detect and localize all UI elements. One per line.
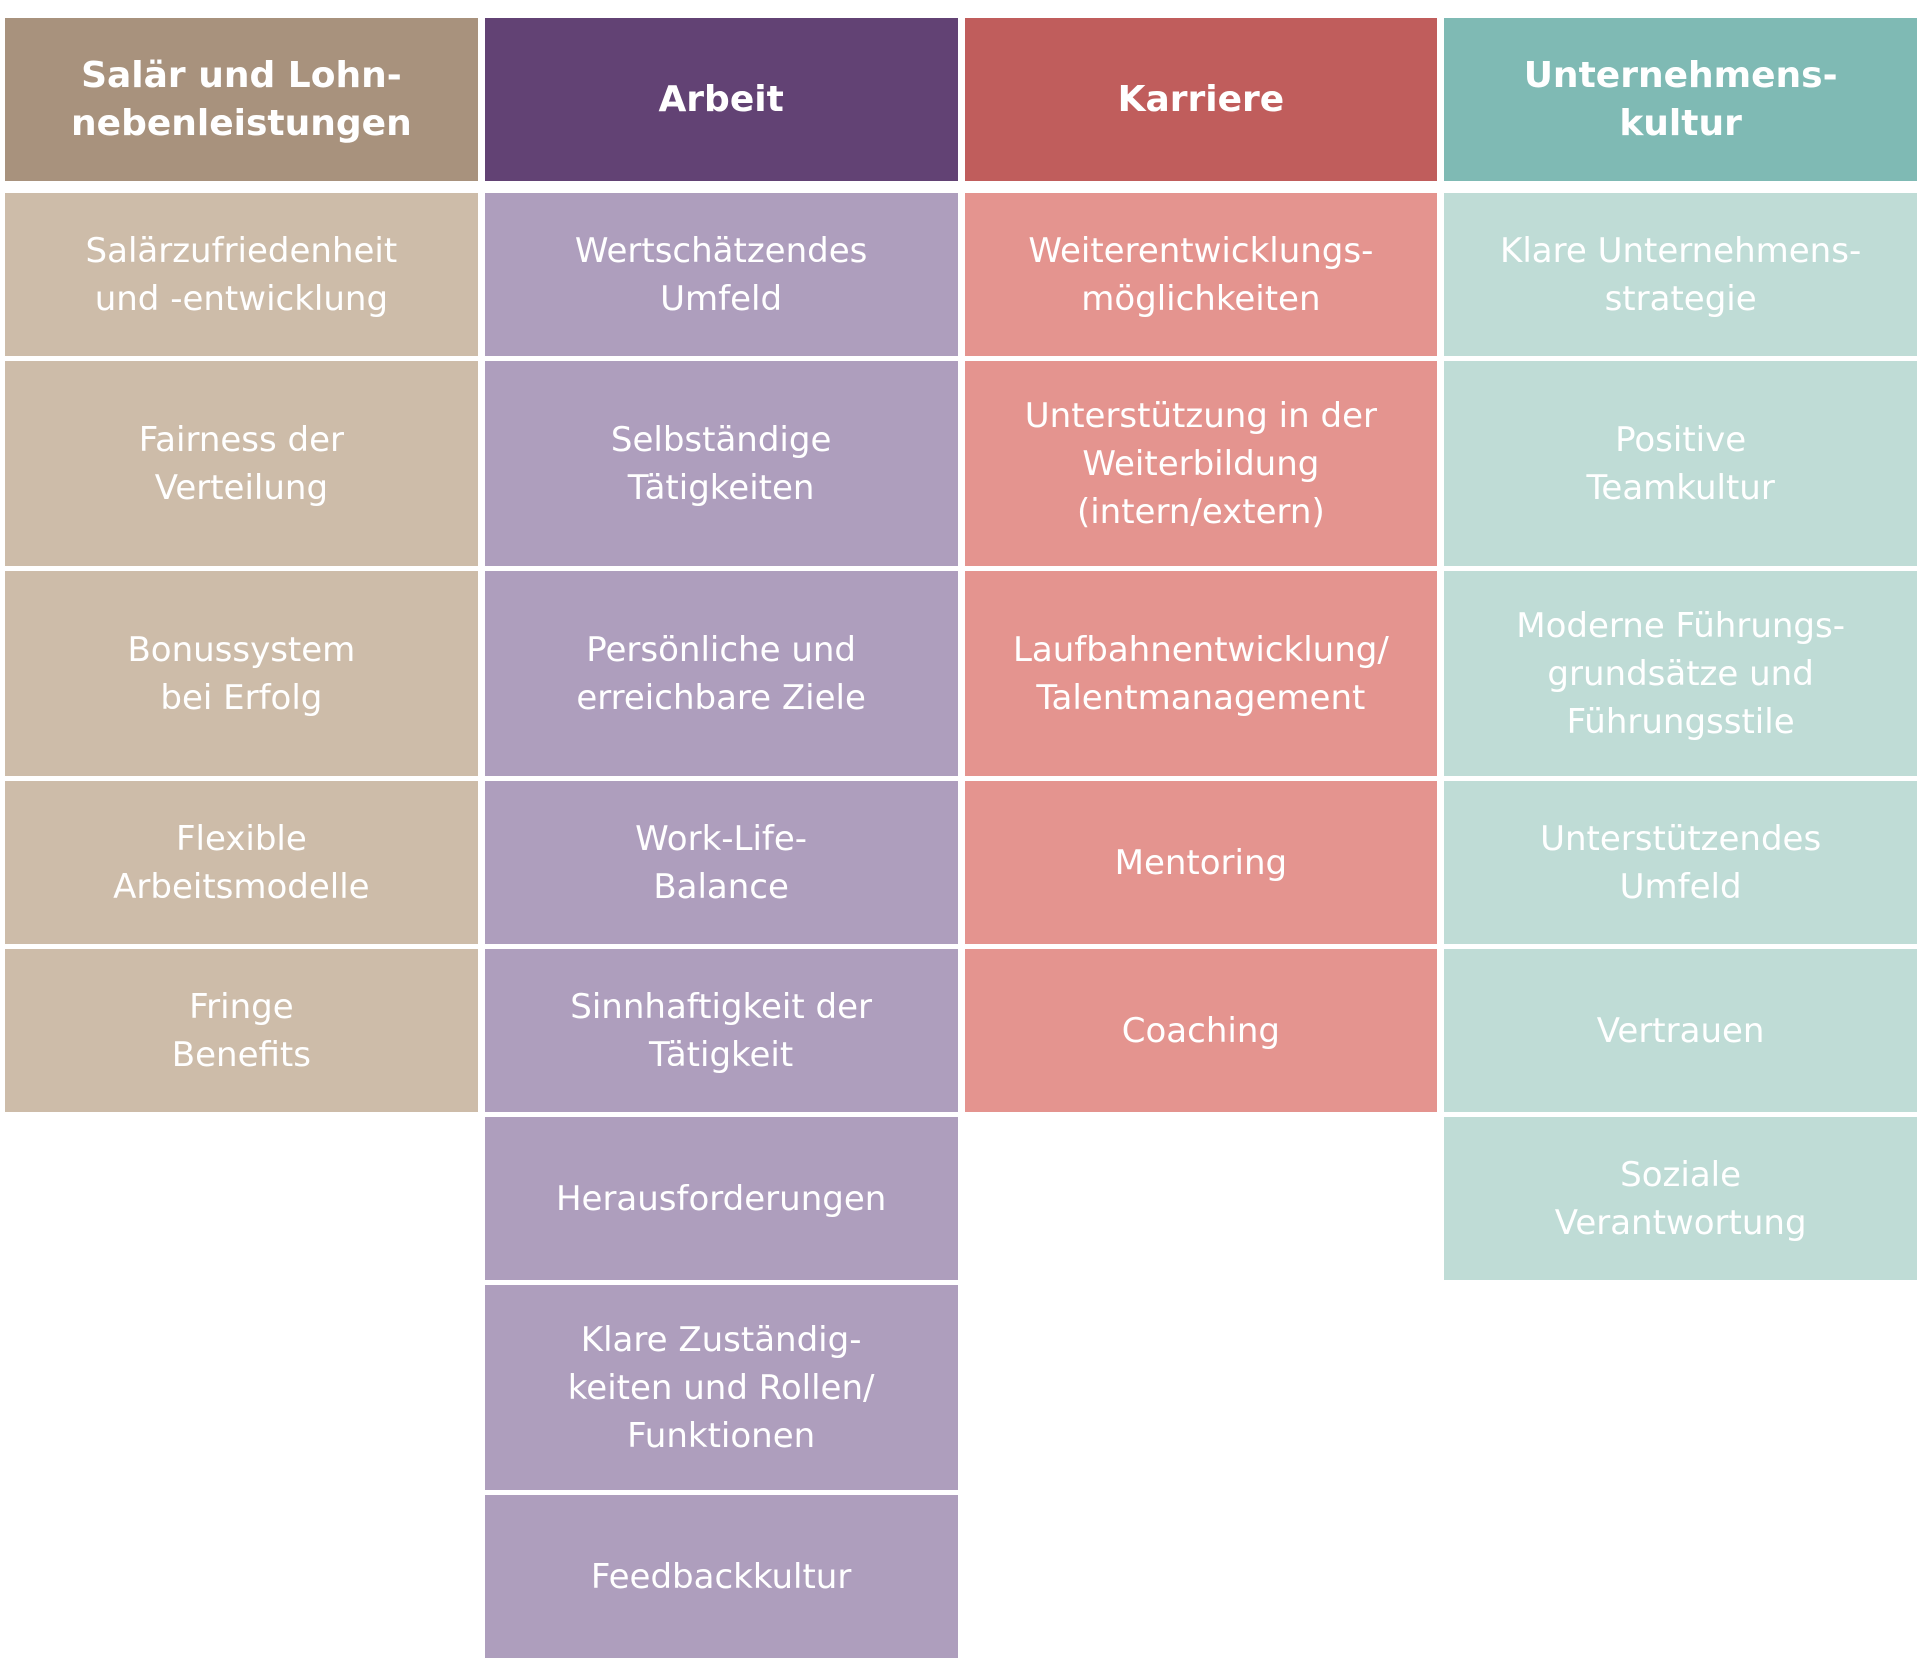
column-item: Persönliche und erreichbare Ziele bbox=[484, 571, 958, 776]
column-culture: Unternehmens- kultur Klare Unternehmens-… bbox=[1444, 18, 1917, 1285]
column-header: Arbeit bbox=[484, 18, 958, 181]
column-item: Sinnhaftigkeit der Tätigkeit bbox=[484, 949, 958, 1112]
column-item: Herausforderungen bbox=[484, 1117, 958, 1280]
column-item: Bonussystem bei Erfolg bbox=[5, 571, 478, 776]
column-header: Salär und Lohn- nebenleistungen bbox=[5, 18, 478, 181]
column-item: Salärzufriedenheit und -entwicklung bbox=[5, 193, 478, 356]
column-item: Selbständige Tätigkeiten bbox=[484, 361, 958, 566]
column-item: Laufbahnentwicklung/ Talentmanagement bbox=[964, 571, 1438, 776]
column-item: Klare Zuständig- keiten und Rollen/ Funk… bbox=[484, 1285, 958, 1490]
column-item: Mentoring bbox=[964, 781, 1438, 944]
column-career: Karriere Weiterentwicklungs- möglichkeit… bbox=[964, 18, 1438, 1117]
column-item: Weiterentwicklungs- möglichkeiten bbox=[964, 193, 1438, 356]
column-item: Feedbackkultur bbox=[484, 1495, 958, 1658]
column-item: Unterstützendes Umfeld bbox=[1444, 781, 1917, 944]
column-item: Positive Teamkultur bbox=[1444, 361, 1917, 566]
column-item: Coaching bbox=[964, 949, 1438, 1112]
column-header: Unternehmens- kultur bbox=[1444, 18, 1917, 181]
category-board: Salär und Lohn- nebenleistungen Salärzuf… bbox=[5, 18, 1917, 1663]
column-work: Arbeit Wertschätzendes Umfeld Selbständi… bbox=[484, 18, 958, 1663]
column-item: Fairness der Verteilung bbox=[5, 361, 478, 566]
column-item: Work-Life- Balance bbox=[484, 781, 958, 944]
column-header: Karriere bbox=[964, 18, 1438, 181]
column-item: Vertrauen bbox=[1444, 949, 1917, 1112]
column-item: Unterstützung in der Weiterbildung (inte… bbox=[964, 361, 1438, 566]
column-item: Moderne Führungs- grundsätze und Führung… bbox=[1444, 571, 1917, 776]
column-item: Fringe Benefits bbox=[5, 949, 478, 1112]
column-salary: Salär und Lohn- nebenleistungen Salärzuf… bbox=[5, 18, 478, 1117]
column-item: Soziale Verantwortung bbox=[1444, 1117, 1917, 1280]
column-item: Flexible Arbeitsmodelle bbox=[5, 781, 478, 944]
column-item: Wertschätzendes Umfeld bbox=[484, 193, 958, 356]
column-item: Klare Unternehmens- strategie bbox=[1444, 193, 1917, 356]
